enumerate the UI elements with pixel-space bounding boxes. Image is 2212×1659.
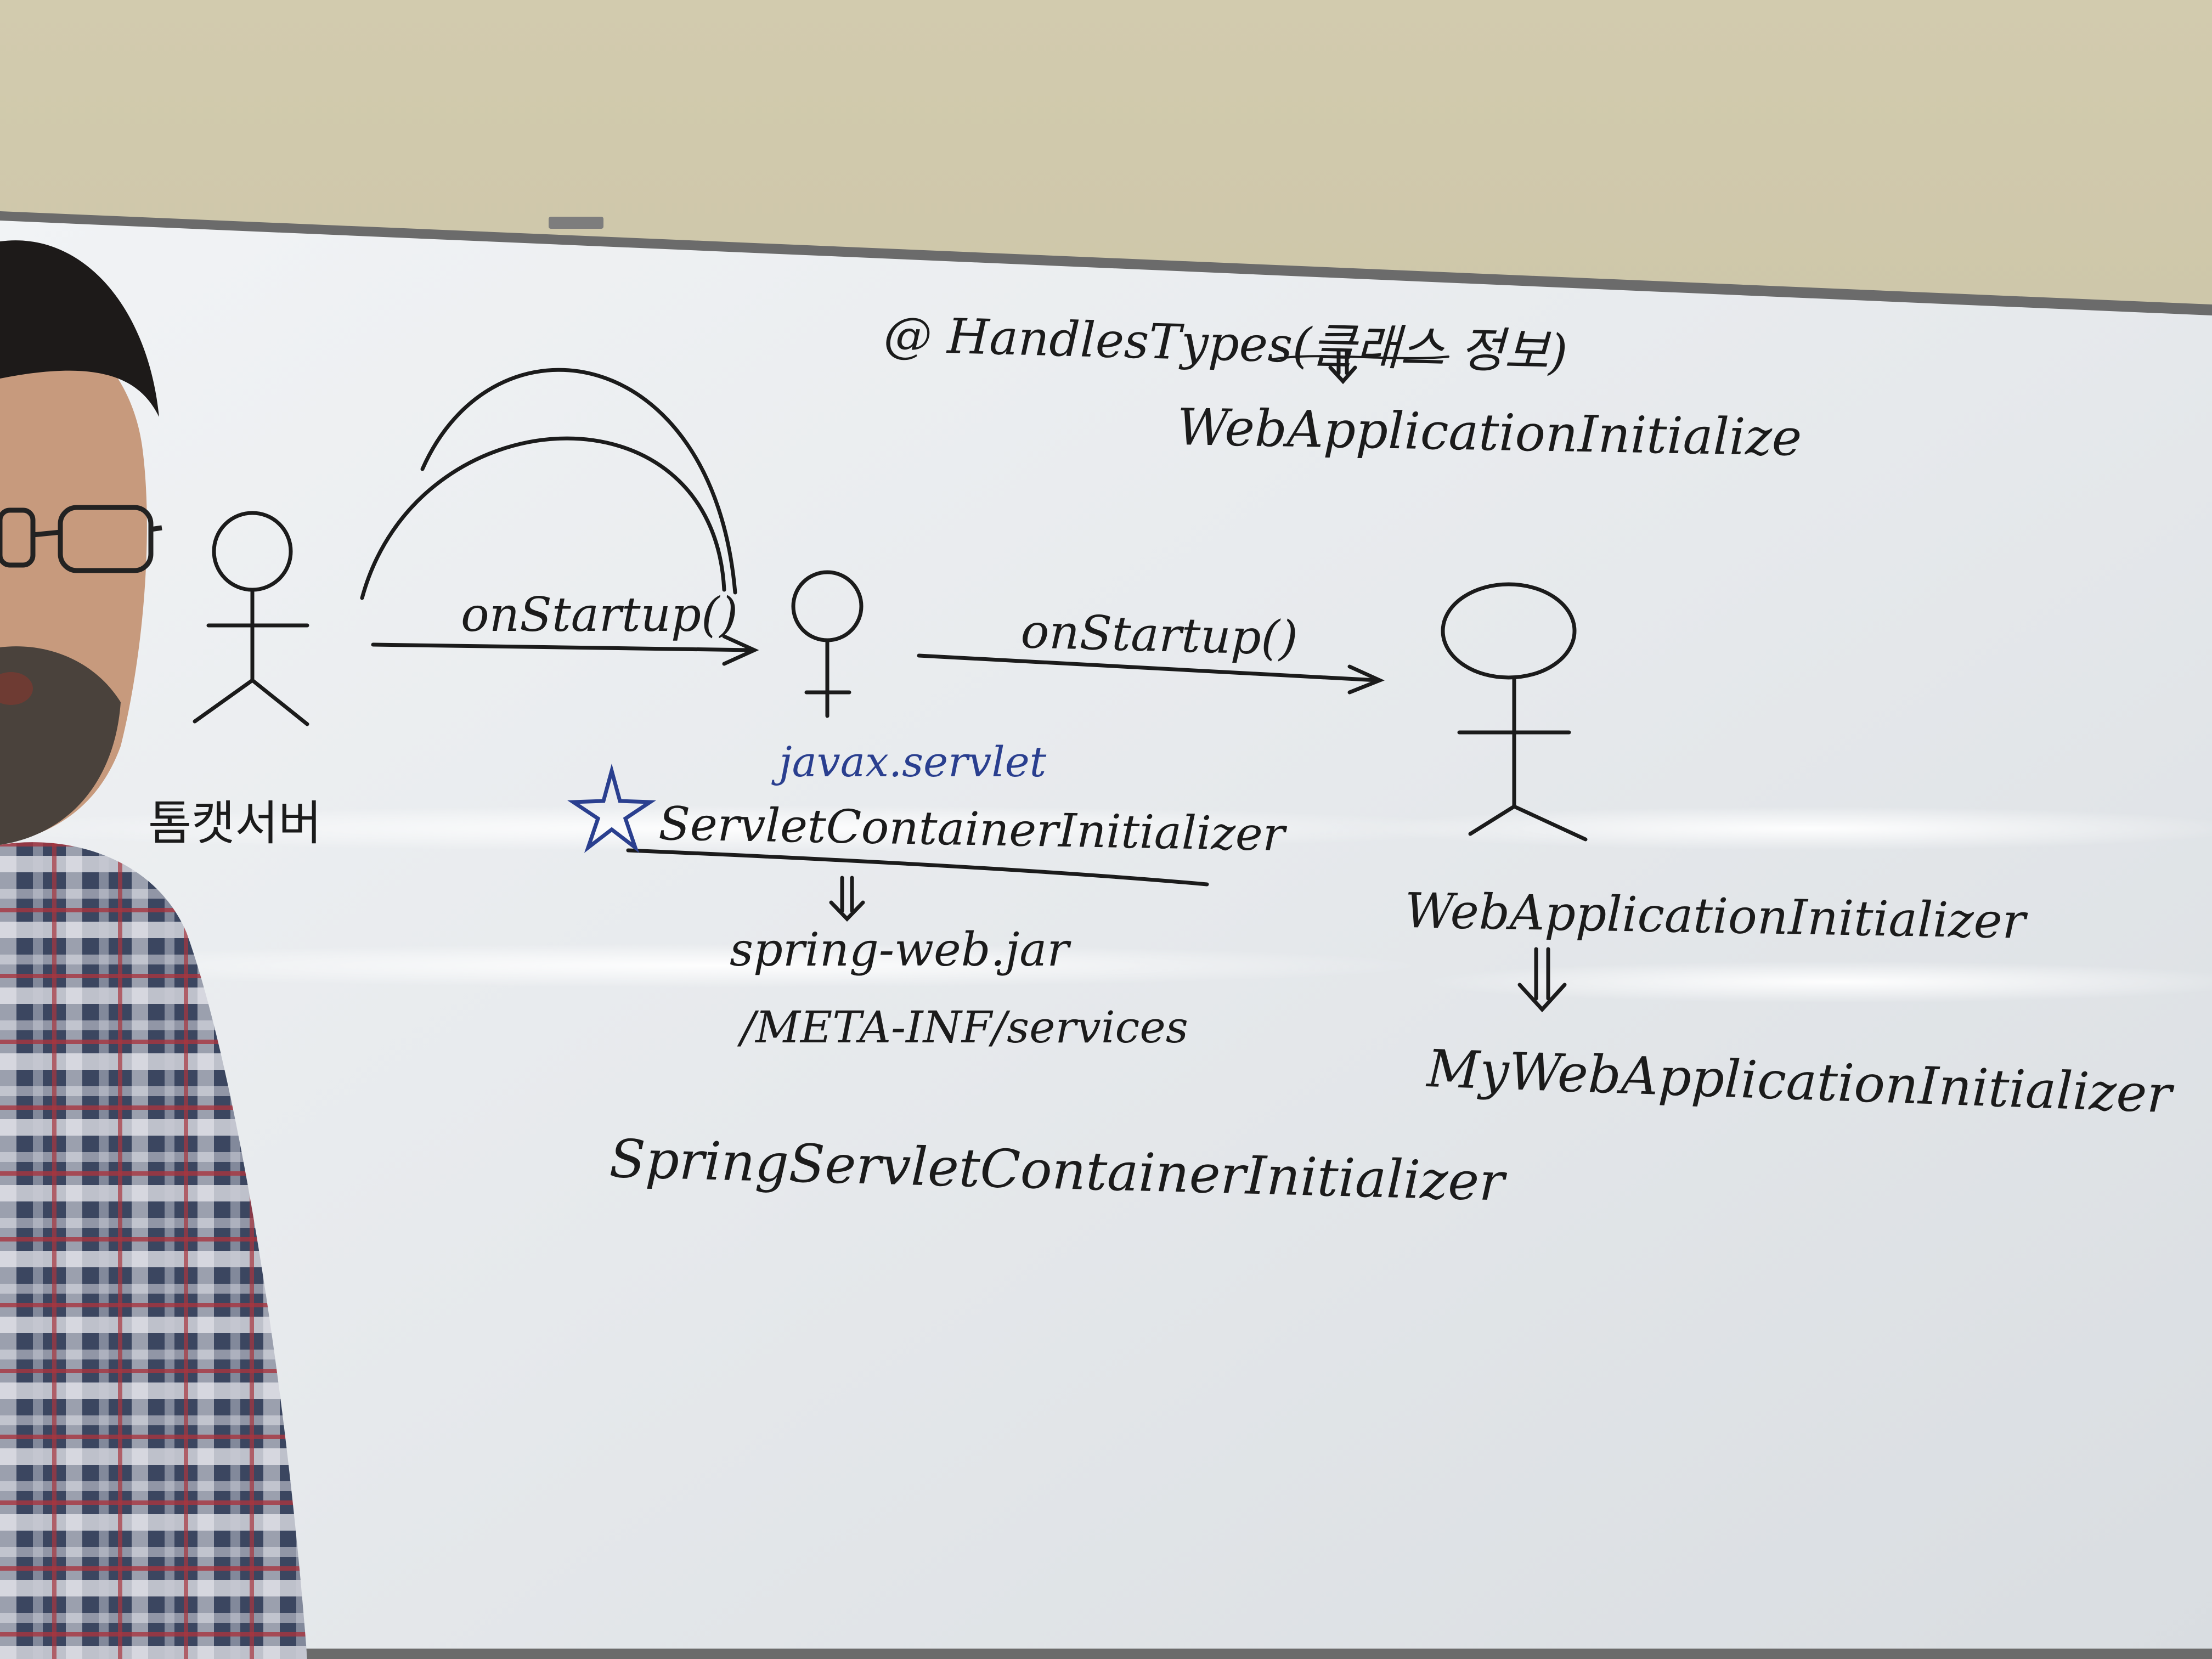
down-arrow-jar (829, 876, 865, 922)
interface-underline (626, 848, 1209, 887)
call-arc-inner (360, 436, 726, 600)
whiteboard-text: @ HandlesTypes(클래스 정보) WebApplicationIni… (148, 306, 2175, 1213)
presenter-mouth (0, 672, 33, 705)
arrow-onstartup-2 (917, 653, 1379, 682)
stick-figure-server (193, 511, 309, 726)
label-tomcat: 톰캣서버 (148, 796, 321, 851)
stick-figure-initializer (791, 570, 864, 718)
label-servlet-container-initializer: ServletContainerInitializer (658, 797, 1288, 861)
annotation-webappinit: WebApplicationInitialize (1177, 398, 1803, 467)
presenter-hair (0, 240, 159, 417)
arrow-onstartup-1 (371, 642, 754, 652)
label-onstartup-1: onStartup() (461, 588, 738, 642)
label-onstartup-2: onStartup() (1020, 604, 1299, 666)
label-spring-web-jar: spring-web.jar (730, 923, 1071, 977)
label-web-application-initializer: WebApplicationInitializer (1404, 882, 2029, 950)
presenter (0, 240, 307, 1659)
down-arrow-impl (1517, 947, 1567, 1013)
light-reflections (0, 805, 2212, 1003)
label-meta-inf-services: /META-INF/services (737, 1002, 1188, 1053)
label-javax-servlet: javax.servlet (771, 737, 1047, 786)
whiteboard-surface (0, 221, 2212, 1649)
stick-figure-web-app (1441, 582, 1588, 842)
marker-tray (549, 217, 603, 229)
whiteboard-drawing (193, 349, 1588, 1013)
glasses-icon (0, 505, 162, 573)
presenter-shirt (0, 842, 307, 1659)
down-arrow-annotation (1328, 349, 1357, 385)
star-icon (567, 763, 656, 853)
call-arc-outer (420, 368, 737, 595)
